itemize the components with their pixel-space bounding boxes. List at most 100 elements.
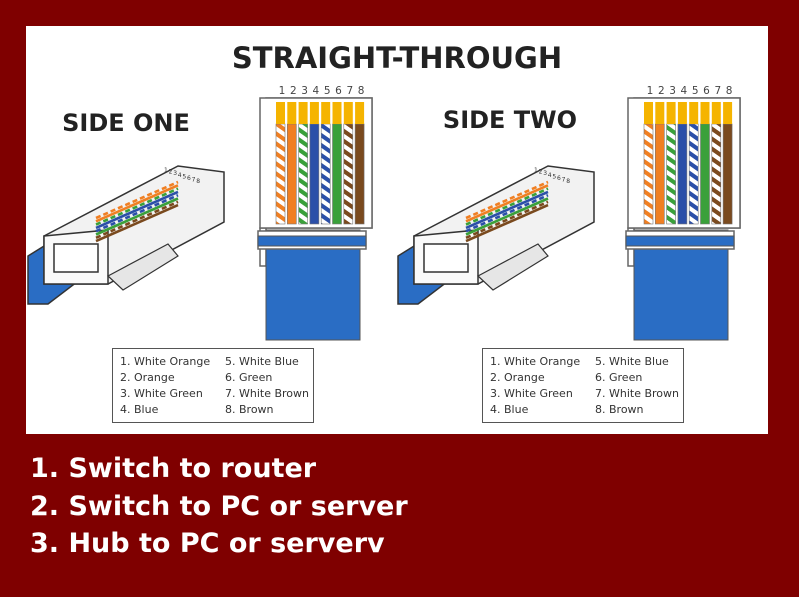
wire-orange [286,123,297,225]
plug-wire [95,203,179,243]
gold-contact [287,102,297,124]
wire-blue [677,123,688,225]
legend-item: 1. White Orange [490,355,581,368]
gold-contact [321,102,331,124]
plug-wire [95,194,179,233]
gold-contact [343,102,353,124]
legend-item: 7. White Brown [595,387,679,400]
pin-number-label: 6 [703,85,710,97]
plug-pin-number: 1 [534,167,538,174]
plug-opening [53,243,99,273]
wire-brown [354,123,365,225]
pin-number-label: 1 [279,85,286,97]
legend-item: 3. White Green [490,387,573,400]
pin-number-label: 8 [358,85,365,97]
pin-number-label: 2 [290,85,297,97]
plug-wire [95,200,179,239]
plug-pin-number: 5 [552,173,556,180]
gold-contact [689,102,699,124]
use-case-item: 1. Switch to router [30,453,317,484]
gold-contact [700,102,710,124]
use-case-list: 1. Switch to router 2. Switch to PC or s… [30,450,408,563]
plug-latch [476,243,549,291]
pin-number-label: 2 [658,85,665,97]
gold-contact [666,102,676,124]
plug-wire [465,190,549,230]
legend-item: 4. Blue [490,403,529,416]
plug-wire [95,197,179,236]
legend-item: 1. White Orange [120,355,211,368]
wire-white-brown [711,123,722,225]
pin-number-label: 7 [714,85,721,97]
wire-white-blue [688,123,699,225]
legend-item: 5. White Blue [225,355,299,368]
wire-white-orange [643,123,654,225]
pin-number-label: 7 [346,85,353,97]
pin-number-label: 4 [313,85,320,97]
plug-pin-number: 3 [543,170,547,177]
use-case-item: 2. Switch to PC or server [30,490,408,522]
gold-contact [711,102,721,124]
legend-item: 5. White Blue [595,355,669,368]
side-one-label: SIDE ONE [62,109,190,137]
wire-white-blue [320,123,331,225]
plug-wire [95,184,179,223]
pin-number-label: 3 [669,85,676,97]
plug-pin-number: 6 [187,175,191,182]
plug-wire [465,180,549,220]
plug-pin-number: 4 [548,172,552,179]
pin-number-label: 4 [681,85,688,97]
wire-white-green [666,123,676,225]
pin-number-label: 6 [335,85,342,97]
wire-white-orange [275,123,286,225]
wire-green [700,123,710,225]
pin-number-label: 5 [324,85,331,97]
legend-item: 6. Green [225,371,273,384]
legend-item: 6. Green [595,371,643,384]
side-two-pin-legend: 1. White Orange 2. Orange 3. White Green… [482,348,684,423]
plug-wire [95,190,179,230]
use-case-item: 3. Hub to PC or serverv [30,528,385,559]
legend-item: 2. Orange [120,371,175,384]
wire-green [332,123,342,225]
plug-wire [465,194,549,233]
gold-contact [655,102,665,124]
pin-number-label: 8 [726,85,733,97]
plug-opening [423,243,469,273]
wire-white-brown [343,123,354,225]
plug-pin-number: 1 [164,167,168,174]
side-two-label: SIDE TWO [443,106,577,134]
legend-item: 7. White Brown [225,387,309,400]
pin-number-label: 1 [647,85,654,97]
plug-latch [106,243,179,291]
wire-brown [722,123,733,225]
plug-pin-number: 4 [178,172,182,179]
cable-band [257,235,367,247]
plug-pin-number: 8 [566,178,570,185]
gold-contact [723,102,733,124]
plug-pin-number: 6 [557,175,561,182]
plug-wire [95,180,179,220]
plug-pin-number: 5 [182,173,186,180]
wire-white-green [298,123,308,225]
legend-item: 8. Brown [595,403,644,416]
plug-wire [465,200,549,239]
plug-pin-number: 3 [173,170,177,177]
legend-item: 3. White Green [120,387,203,400]
plug-pin-number: 2 [169,169,173,176]
wire-blue [309,123,320,225]
gold-contact [309,102,319,124]
plug-pin-number: 7 [562,177,566,184]
legend-item: 2. Orange [490,371,545,384]
legend-item: 4. Blue [120,403,159,416]
plug-wire [465,187,549,226]
plug-pin-number: 2 [539,169,543,176]
side-one-pin-legend: 1. White Orange 2. Orange 3. White Green… [112,348,314,423]
legend-item: 8. Brown [225,403,274,416]
plug-wire [465,203,549,243]
